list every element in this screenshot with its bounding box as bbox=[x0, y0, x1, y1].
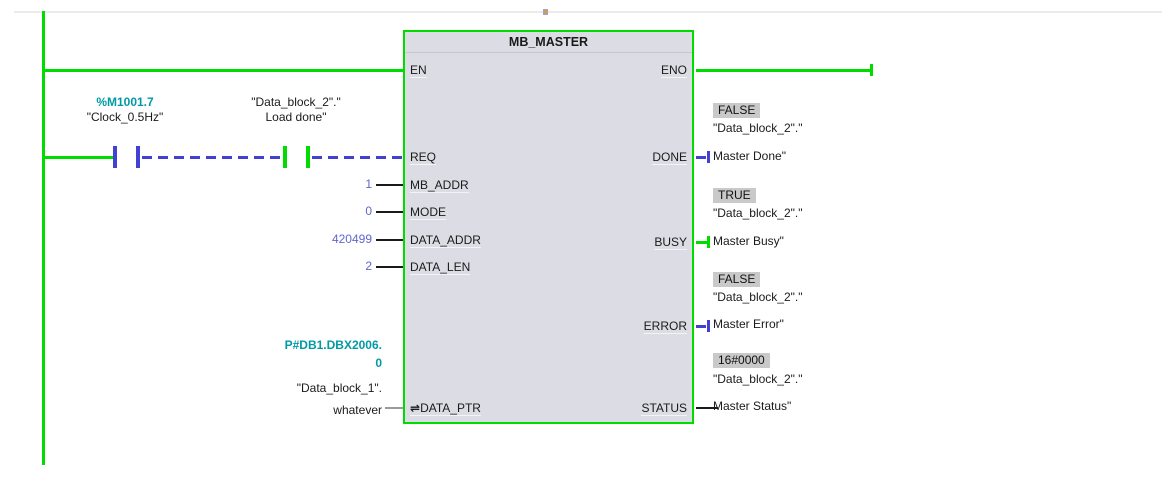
operand-error-line1[interactable]: "Data_block_2"." bbox=[713, 290, 803, 304]
block-title[interactable]: MB_MASTER bbox=[405, 32, 692, 53]
wire-contact1-to-contact2 bbox=[142, 156, 283, 159]
contact-loaddone-operand[interactable]: "Data_block_2"." Load done" bbox=[221, 95, 371, 125]
contact-clock-address[interactable]: %M1001.7 bbox=[96, 95, 154, 109]
wire-busy-end-tick bbox=[707, 236, 710, 248]
wire-busy bbox=[696, 241, 708, 244]
value-mode[interactable]: 0 bbox=[365, 204, 372, 218]
pin-data-ptr: ⇌DATA_PTR bbox=[410, 401, 481, 416]
contact-clock-operand[interactable]: %M1001.7 "Clock_0.5Hz" bbox=[50, 95, 200, 125]
contact-loaddone-name-line1[interactable]: "Data_block_2"." bbox=[251, 95, 341, 109]
network-separator-line bbox=[14, 11, 1162, 13]
monitor-badge-done: FALSE bbox=[713, 103, 761, 118]
wire-mode bbox=[376, 211, 403, 213]
pin-data-len: DATA_LEN bbox=[410, 260, 471, 275]
value-data-addr[interactable]: 420499 bbox=[331, 232, 372, 246]
value-data-len[interactable]: 2 bbox=[365, 259, 372, 273]
contact-loaddone-bar-left bbox=[283, 146, 287, 168]
operand-status-line1[interactable]: "Data_block_2"." bbox=[713, 372, 803, 386]
pin-done: DONE bbox=[652, 150, 687, 165]
inout-arrows-icon: ⇌ bbox=[410, 401, 421, 415]
monitor-badge-status: 16#0000 bbox=[713, 353, 770, 368]
wire-error-end-tick bbox=[707, 320, 710, 332]
contact-clock-bar-left bbox=[113, 146, 117, 168]
wire-eno-end-tick bbox=[870, 64, 873, 76]
pin-en: EN bbox=[410, 63, 427, 78]
pin-busy: BUSY bbox=[654, 235, 687, 250]
wire-req-rung-start bbox=[45, 156, 113, 159]
data-ptr-pointer-line2[interactable]: 0 bbox=[375, 356, 382, 370]
pin-eno: ENO bbox=[660, 63, 687, 78]
wire-en-rung bbox=[45, 69, 403, 72]
contact-clock-name[interactable]: "Clock_0.5Hz" bbox=[86, 110, 164, 124]
wire-data-len bbox=[376, 266, 403, 268]
operand-done-line2[interactable]: Master Done" bbox=[713, 149, 786, 163]
mb-master-block[interactable]: MB_MASTER EN ENO REQ MB_ADDR MODE DATA_A… bbox=[403, 30, 694, 424]
operand-status-line2[interactable]: Master Status" bbox=[713, 399, 792, 413]
comment-marker-icon bbox=[543, 9, 548, 15]
operand-busy-line1[interactable]: "Data_block_2"." bbox=[713, 206, 803, 220]
operand-busy-line2[interactable]: Master Busy" bbox=[713, 234, 784, 248]
contact-loaddone-bar-right bbox=[306, 146, 310, 168]
data-ptr-db-name[interactable]: "Data_block_1". bbox=[296, 381, 382, 395]
contact-loaddone-name-line2[interactable]: Load done" bbox=[265, 110, 327, 124]
monitor-badge-busy: TRUE bbox=[713, 188, 756, 203]
pin-data-addr: DATA_ADDR bbox=[410, 233, 481, 248]
wire-status bbox=[696, 407, 718, 409]
wire-data-ptr bbox=[385, 407, 403, 409]
value-mb-addr[interactable]: 1 bbox=[365, 177, 372, 191]
pin-error: ERROR bbox=[643, 319, 687, 334]
wire-data-addr bbox=[376, 239, 403, 241]
wire-done bbox=[696, 156, 708, 159]
data-ptr-member-name[interactable]: whatever bbox=[333, 403, 382, 417]
operand-done-line1[interactable]: "Data_block_2"." bbox=[713, 121, 803, 135]
wire-mb-addr bbox=[376, 184, 403, 186]
power-rail bbox=[42, 11, 45, 465]
monitor-badge-error: FALSE bbox=[713, 272, 761, 287]
wire-eno bbox=[696, 69, 872, 72]
wire-contact2-to-req bbox=[312, 156, 403, 159]
pin-req: REQ bbox=[410, 150, 437, 165]
operand-error-line2[interactable]: Master Error" bbox=[713, 317, 784, 331]
data-ptr-pointer-line1[interactable]: P#DB1.DBX2006. bbox=[284, 338, 382, 352]
pin-mode: MODE bbox=[410, 205, 446, 220]
pin-status: STATUS bbox=[641, 401, 687, 416]
pin-mb-addr: MB_ADDR bbox=[410, 178, 469, 193]
wire-error bbox=[696, 325, 708, 328]
wire-done-end-tick bbox=[707, 151, 710, 163]
contact-clock-bar-right bbox=[136, 146, 140, 168]
